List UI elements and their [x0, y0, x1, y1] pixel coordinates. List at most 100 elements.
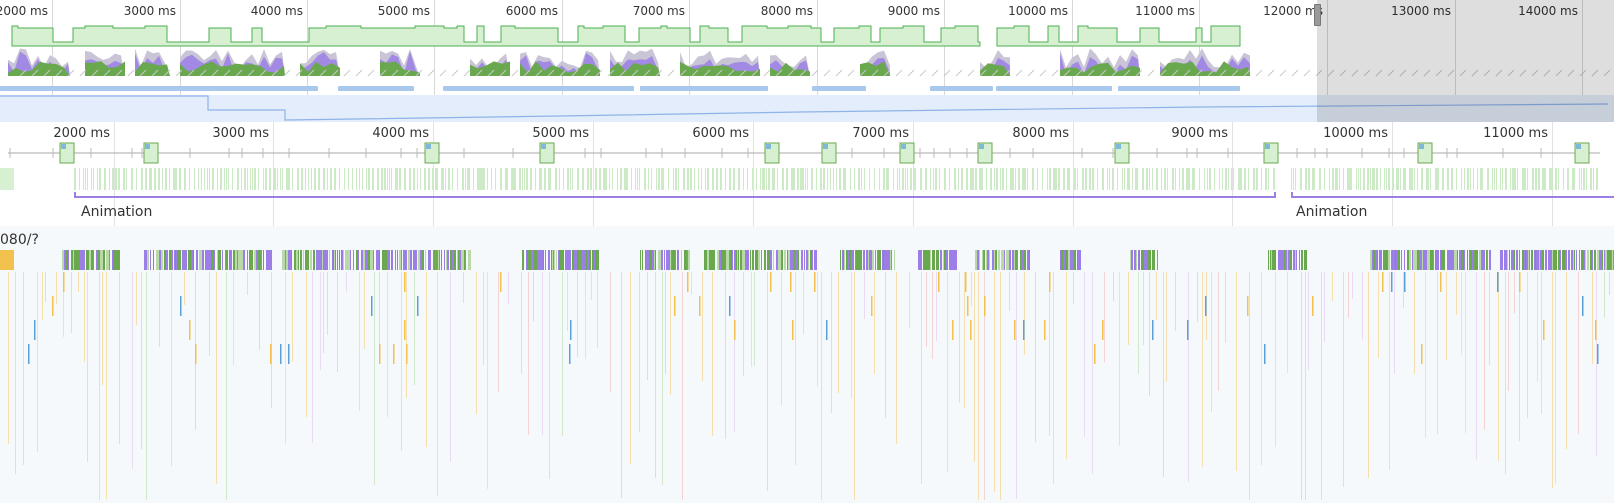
interaction-stripe: [507, 168, 508, 190]
interaction-stripe: [1337, 168, 1338, 190]
flame-bar: [229, 250, 230, 270]
interaction-stripe: [559, 168, 560, 190]
cpu-hatch: [1135, 69, 1143, 76]
flame-bar: [1501, 250, 1503, 270]
flame-call-tick: [682, 272, 683, 500]
flame-bar: [1074, 250, 1076, 270]
flame-call-mark: [1014, 320, 1016, 340]
interaction-stripe: [897, 168, 898, 190]
flame-bar: [468, 250, 471, 270]
flame-bar: [534, 250, 537, 270]
flame-bar: [260, 250, 261, 270]
interaction-stripe: [280, 168, 281, 190]
overview-gridline: [434, 0, 435, 122]
interaction-stripe: [1089, 168, 1091, 190]
cpu-hatch: [523, 69, 531, 76]
selection-handle[interactable]: [1314, 4, 1321, 26]
overview-gridline: [1327, 0, 1328, 122]
flame-bar: [938, 250, 939, 270]
interaction-stripe: [612, 168, 613, 190]
main-thread-flame-chart[interactable]: [0, 226, 1614, 503]
interaction-stripe: [972, 168, 974, 190]
interaction-stripe: [996, 168, 998, 190]
interaction-stripe: [1085, 168, 1087, 190]
interaction-stripe: [705, 168, 706, 190]
interaction-stripe: [1417, 168, 1418, 190]
interaction-stripe: [179, 168, 181, 190]
interaction-stripe: [515, 168, 516, 190]
overview-gridline: [307, 0, 308, 122]
interaction-stripe: [1496, 168, 1497, 190]
flame-call-tick: [216, 272, 217, 484]
flame-bar: [368, 250, 371, 270]
flame-call-mark: [1440, 272, 1442, 292]
flame-call-mark: [1519, 272, 1521, 292]
flame-bar: [592, 250, 595, 270]
interaction-stripe: [424, 168, 426, 190]
flame-bar: [1568, 250, 1570, 270]
flame-bar: [153, 250, 154, 270]
interaction-stripe: [1414, 168, 1415, 190]
flame-call-tick: [1211, 272, 1212, 412]
flame-call-tick: [1541, 272, 1542, 414]
animation-span: [1291, 192, 1614, 198]
interaction-stripe: [1510, 168, 1511, 190]
interaction-stripe: [1156, 168, 1158, 190]
interaction-stripe: [1527, 168, 1528, 190]
flame-bar: [1020, 250, 1021, 270]
cpu-hatch: [1363, 69, 1371, 76]
cpu-hatch: [667, 69, 675, 76]
flame-bar: [144, 250, 147, 270]
flame-bar: [1375, 250, 1377, 270]
flame-bar: [191, 250, 193, 270]
interaction-stripe: [1295, 168, 1296, 190]
overview-gridline: [944, 0, 945, 122]
flame-bar: [1377, 250, 1378, 270]
flame-bar: [208, 250, 211, 270]
interaction-stripe: [265, 168, 267, 190]
interaction-stripe: [136, 168, 137, 190]
interaction-stripe: [1356, 168, 1357, 190]
flame-call-mark: [1187, 320, 1189, 340]
flame-bar: [313, 250, 315, 270]
interaction-stripe: [254, 168, 256, 190]
flame-call-tick: [1218, 272, 1219, 391]
flame-bar: [1373, 250, 1376, 270]
interaction-stripe: [874, 168, 875, 190]
interaction-stripe: [1117, 168, 1118, 190]
detail-tick-label: 11000 ms: [1483, 126, 1548, 141]
interaction-stripe: [1514, 168, 1516, 190]
interaction-stripe: [1532, 168, 1534, 190]
flame-bar: [790, 250, 793, 270]
flame-bar: [1415, 250, 1418, 270]
interaction-stripe: [752, 168, 753, 190]
detail-tick-label: 7000 ms: [852, 126, 909, 141]
flame-bar: [1597, 250, 1600, 270]
interaction-stripe: [1400, 168, 1401, 190]
interaction-stripe: [1032, 168, 1034, 190]
flame-bar: [74, 250, 77, 270]
flame-bar: [1079, 250, 1081, 270]
interaction-stripe: [563, 168, 564, 190]
flame-call-mark: [1543, 320, 1545, 340]
flame-call-tick: [821, 272, 822, 500]
interaction-stripe: [1129, 168, 1130, 190]
flame-call-mark: [280, 344, 282, 364]
cpu-hatch: [1291, 69, 1299, 76]
flame-bar: [664, 250, 665, 270]
flame-bar: [562, 250, 564, 270]
interaction-stripe: [1524, 168, 1526, 190]
cpu-hatch: [1147, 69, 1155, 76]
flame-call-tick: [577, 272, 578, 357]
cpu-hatch: [883, 69, 891, 76]
interaction-stripe: [656, 168, 657, 190]
cpu-hatch: [211, 69, 219, 76]
interaction-stripe: [830, 168, 831, 190]
flame-bar: [1404, 250, 1405, 270]
interaction-stripe: [198, 168, 199, 190]
network-bar: [0, 86, 318, 91]
flame-call-tick: [803, 272, 804, 334]
interaction-stripe: [1018, 168, 1020, 190]
